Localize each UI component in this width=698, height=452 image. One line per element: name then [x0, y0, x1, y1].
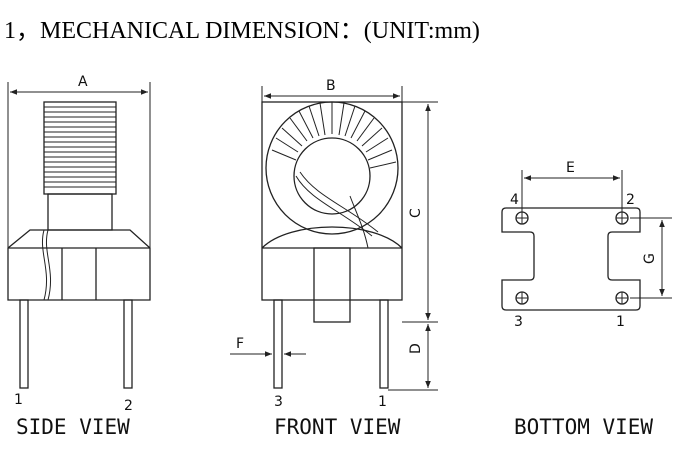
dimension-d-label: D	[408, 343, 424, 354]
front-view: B C D	[230, 78, 438, 439]
side-pin-1-label: 1	[14, 392, 23, 408]
bottom-view: E G 4 2 3 1 BOTTOM VIEW	[501, 160, 672, 439]
page-title: 1，MECHANICAL DIMENSION：(UNIT:mm)	[4, 18, 480, 44]
side-pin-2-label: 2	[124, 398, 133, 414]
dimension-a-label: A	[78, 74, 88, 90]
dimension-g-label: G	[642, 253, 658, 264]
front-winding	[271, 102, 397, 169]
bottom-pin-4-label: 4	[510, 192, 519, 208]
dimension-f-label: F	[236, 336, 244, 352]
bottom-pin-holes	[515, 211, 629, 305]
bottom-view-label: BOTTOM VIEW	[514, 415, 653, 439]
side-view: A 1 2 SIDE VIEW	[7, 74, 151, 439]
front-pin-1-label: 1	[378, 394, 387, 410]
bottom-pin-2-label: 2	[626, 192, 635, 208]
bottom-pin-3-label: 3	[514, 314, 523, 330]
side-view-label: SIDE VIEW	[16, 415, 130, 439]
dimension-b-label: B	[326, 78, 336, 94]
front-pin-3-label: 3	[274, 394, 283, 410]
side-winding	[44, 106, 116, 188]
dimension-e-label: E	[566, 160, 575, 176]
front-view-label: FRONT VIEW	[274, 415, 401, 439]
bottom-pin-1-label: 1	[616, 314, 625, 330]
dimension-c-label: C	[408, 208, 424, 218]
